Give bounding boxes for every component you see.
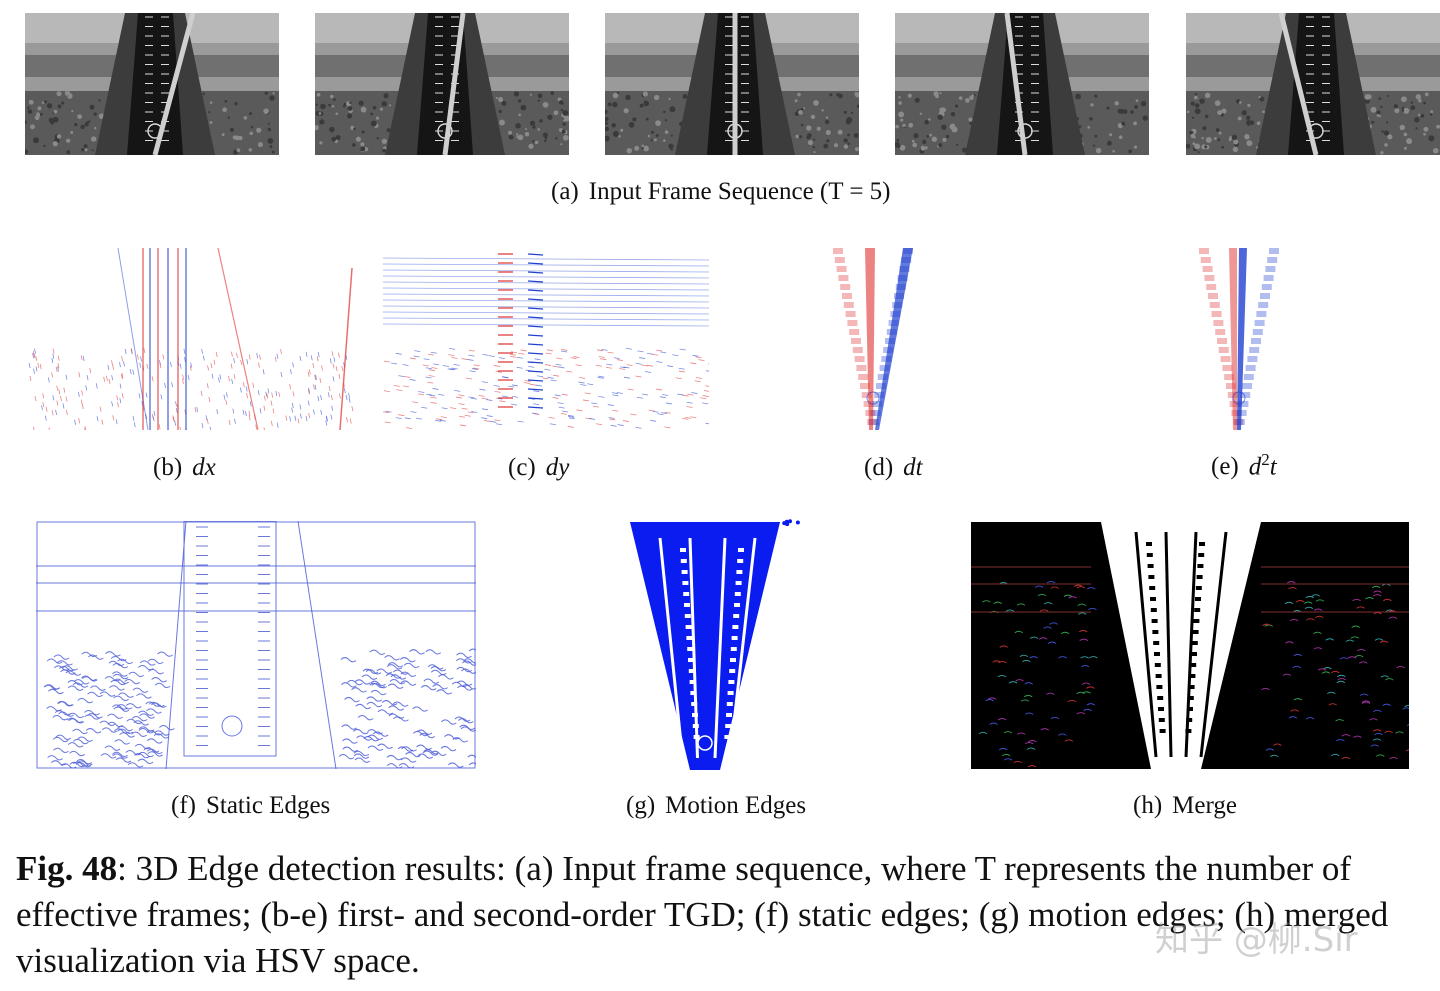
caption-c: (c) dy	[508, 454, 569, 482]
metronome-frame-image	[25, 13, 279, 155]
input-frame-5	[1186, 13, 1440, 155]
input-frame-1	[25, 13, 279, 155]
caption-tag: (a)	[551, 178, 579, 205]
caption-tag: (b)	[153, 454, 183, 481]
figure-caption: Fig. 48: 3D Edge detection results: (a) …	[16, 846, 1431, 984]
caption-h: (h) Merge	[1133, 792, 1237, 820]
metronome-frame-image	[1186, 13, 1440, 155]
panel-motion-edges	[620, 518, 810, 770]
panel-static-edges	[36, 521, 476, 769]
input-frame-4	[895, 13, 1149, 155]
caption-d: (d) dt	[864, 454, 923, 482]
caption-e: (e) d2t	[1211, 450, 1277, 481]
panel-d2t	[1093, 248, 1419, 430]
caption-tag: (c)	[508, 454, 536, 481]
caption-text: Motion Edges	[665, 792, 807, 819]
caption-g: (g) Motion Edges	[626, 792, 806, 820]
panel-dy	[383, 248, 709, 430]
metronome-frame-image	[605, 13, 859, 155]
caption-tag: (f)	[171, 792, 196, 819]
static-edges-image	[36, 521, 476, 769]
input-frame-2	[315, 13, 569, 155]
caption-text: Static Edges	[205, 792, 331, 819]
caption-math: d	[1248, 453, 1262, 481]
d2t-derivative-image	[1093, 248, 1419, 430]
caption-b: (b) dx	[153, 454, 216, 482]
metronome-frame-image	[315, 13, 569, 155]
caption-tag: (h)	[1133, 792, 1163, 819]
caption-a: (a) Input Frame Sequence (T = 5)	[551, 178, 891, 206]
watermark: 知乎 @柳.Sir	[1155, 920, 1358, 960]
panel-dx	[28, 248, 354, 430]
figure-caption-text: : 3D Edge detection results: (a) Input f…	[16, 849, 1389, 980]
caption-sup: 2	[1261, 450, 1270, 469]
caption-tag: (e)	[1211, 453, 1239, 481]
caption-text: Merge	[1172, 792, 1237, 819]
dy-derivative-image	[383, 248, 709, 430]
panel-merge	[971, 522, 1409, 769]
caption-math: t	[1269, 453, 1277, 481]
dx-derivative-image	[28, 248, 354, 430]
caption-text: Input Frame Sequence (T = 5)	[588, 178, 891, 205]
caption-tag: (d)	[864, 454, 894, 481]
caption-math: dt	[903, 454, 923, 481]
figure-label: Fig. 48	[16, 849, 118, 888]
motion-edges-image	[620, 518, 810, 770]
metronome-frame-image	[895, 13, 1149, 155]
input-frame-3	[605, 13, 859, 155]
dt-derivative-image	[738, 248, 1064, 430]
merge-image	[971, 522, 1409, 769]
caption-math: dy	[545, 454, 570, 481]
caption-tag: (g)	[626, 792, 656, 819]
panel-dt	[738, 248, 1064, 430]
caption-math: dx	[192, 454, 216, 481]
caption-f: (f) Static Edges	[171, 792, 330, 820]
